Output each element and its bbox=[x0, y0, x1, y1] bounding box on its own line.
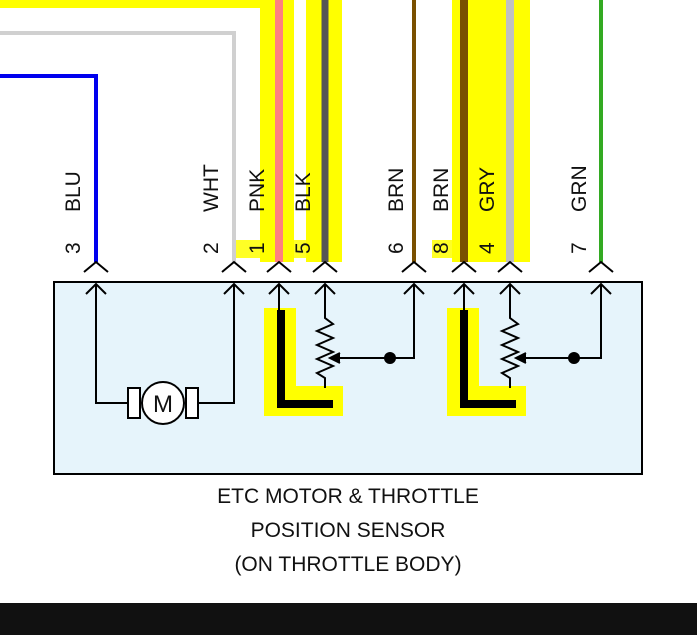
wire-wht bbox=[0, 31, 236, 262]
wire-color-label: GRN bbox=[568, 165, 591, 212]
motor-label: M bbox=[153, 391, 173, 418]
sensor-2-hall-element bbox=[447, 308, 526, 416]
component-title-line-3: (ON THROTTLE BODY) bbox=[234, 553, 461, 576]
connector-pins bbox=[83, 260, 614, 273]
wire-labels: BLU 3 WHT 2 PNK 1 BLK 5 BRN 6 BRN 8 GRY … bbox=[62, 164, 591, 254]
wire-color-label: BRN bbox=[385, 168, 408, 212]
junction-dot bbox=[568, 352, 580, 364]
wire-color-label: BLU bbox=[62, 171, 85, 212]
pin-number-label: 6 bbox=[385, 242, 408, 254]
connector-pin-icon bbox=[401, 260, 427, 273]
wire-color-label: GRY bbox=[476, 167, 499, 212]
pin-number-label: 7 bbox=[568, 242, 591, 254]
pin-number-label: 2 bbox=[200, 242, 223, 254]
connector-pin-icon bbox=[266, 260, 292, 273]
connector-pin-icon bbox=[451, 260, 477, 273]
pin-number-label: 4 bbox=[476, 242, 499, 254]
junction-dot bbox=[384, 352, 396, 364]
wire-color-label: WHT bbox=[200, 164, 223, 212]
connector-pin-icon bbox=[312, 260, 338, 273]
pin-number-label: 5 bbox=[292, 242, 315, 254]
wire-color-label: BRN bbox=[430, 168, 453, 212]
pin-number-label: 1 bbox=[246, 242, 269, 254]
connector-pin-icon bbox=[497, 260, 523, 273]
motor-brush-left bbox=[127, 387, 141, 419]
wires bbox=[0, 0, 603, 262]
sensor-1-hall-element bbox=[264, 308, 343, 416]
connector-pin-icon bbox=[588, 260, 614, 273]
wire-color-label: PNK bbox=[246, 169, 269, 212]
component-title-line-1: ETC MOTOR & THROTTLE bbox=[217, 485, 479, 508]
pin-number-label: 8 bbox=[430, 242, 453, 254]
pin-number-label: 3 bbox=[62, 242, 85, 254]
motor-brush-right bbox=[185, 387, 199, 419]
sensor-2-potentiometer bbox=[463, 284, 602, 388]
component-box bbox=[53, 281, 643, 475]
wire-color-label: BLK bbox=[292, 172, 315, 212]
motor-circuit bbox=[95, 284, 235, 425]
component-title-line-2: POSITION SENSOR bbox=[251, 519, 446, 542]
bottom-bar bbox=[0, 603, 697, 635]
connector-pin-icon bbox=[83, 260, 109, 273]
motor-icon bbox=[141, 381, 185, 425]
yellow-highlights bbox=[0, 0, 530, 262]
connector-pin-icon bbox=[221, 260, 247, 273]
wire-blu bbox=[0, 74, 98, 262]
sensor-1-potentiometer bbox=[278, 284, 415, 388]
